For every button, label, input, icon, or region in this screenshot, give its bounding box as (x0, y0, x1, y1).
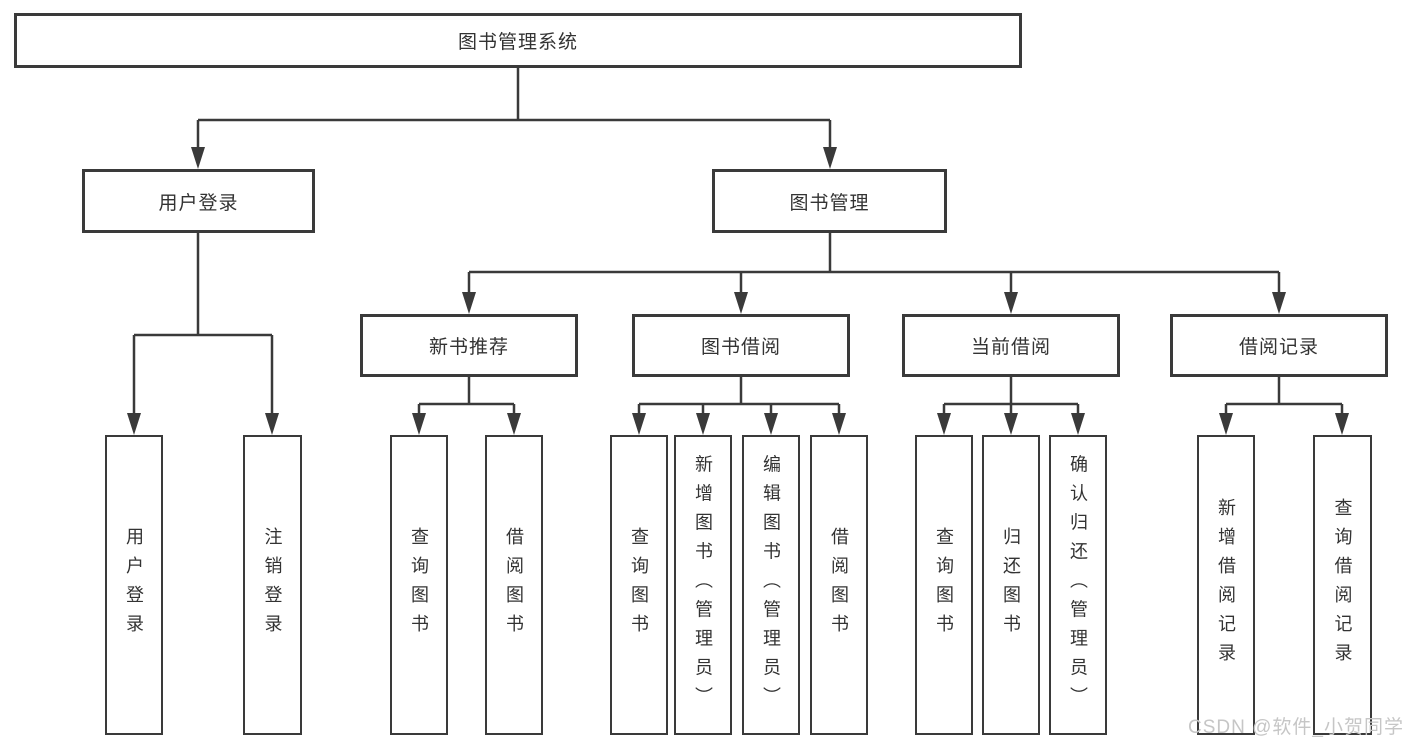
leaf-add-books-admin: 新增图书（管理员） (674, 435, 732, 735)
leaf-query-books-current: 查询图书 (915, 435, 973, 735)
leaf-borrow-books-label: 借阅图书 (829, 527, 849, 643)
leaf-query-borrow-record: 查询借阅记录 (1313, 435, 1372, 735)
node-new-book-recommend: 新书推荐 (360, 314, 578, 377)
leaf-borrow-books-recommend-label: 借阅图书 (504, 527, 524, 643)
leaf-user-login: 用户登录 (105, 435, 163, 735)
leaf-query-books-current-label: 查询图书 (934, 527, 954, 643)
leaf-query-borrow-record-label: 查询借阅记录 (1332, 498, 1353, 672)
node-book-borrowing: 图书借阅 (632, 314, 850, 377)
leaf-logout-label: 注销登录 (262, 527, 283, 643)
leaf-query-books-recommend-label: 查询图书 (409, 527, 429, 643)
node-borrowing-records: 借阅记录 (1170, 314, 1388, 377)
connector-lines (132, 68, 1344, 421)
leaf-confirm-return-admin-label: 确认归还（管理员） (1068, 454, 1088, 716)
leaf-logout: 注销登录 (243, 435, 302, 735)
leaf-edit-books-admin-label: 编辑图书（管理员） (761, 454, 781, 716)
leaf-add-borrow-record: 新增借阅记录 (1197, 435, 1255, 735)
leaf-user-login-label: 用户登录 (124, 527, 144, 643)
csdn-watermark: CSDN @软件_小贺同学 (1188, 717, 1404, 738)
leaf-query-books-recommend: 查询图书 (390, 435, 448, 735)
leaf-return-books: 归还图书 (982, 435, 1040, 735)
leaf-add-books-admin-label: 新增图书（管理员） (693, 454, 713, 716)
node-library-management-system: 图书管理系统 (14, 13, 1022, 68)
node-book-management-branch: 图书管理 (712, 169, 947, 233)
leaf-borrow-books-recommend: 借阅图书 (485, 435, 543, 735)
node-current-borrowing: 当前借阅 (902, 314, 1120, 377)
leaf-query-books-borrow-label: 查询图书 (629, 527, 649, 643)
leaf-query-books-borrow: 查询图书 (610, 435, 668, 735)
leaf-confirm-return-admin: 确认归还（管理员） (1049, 435, 1107, 735)
leaf-borrow-books: 借阅图书 (810, 435, 868, 735)
leaf-add-borrow-record-label: 新增借阅记录 (1216, 498, 1236, 672)
leaf-edit-books-admin: 编辑图书（管理员） (742, 435, 800, 735)
node-user-login-branch: 用户登录 (82, 169, 315, 233)
leaf-return-books-label: 归还图书 (1001, 527, 1021, 643)
